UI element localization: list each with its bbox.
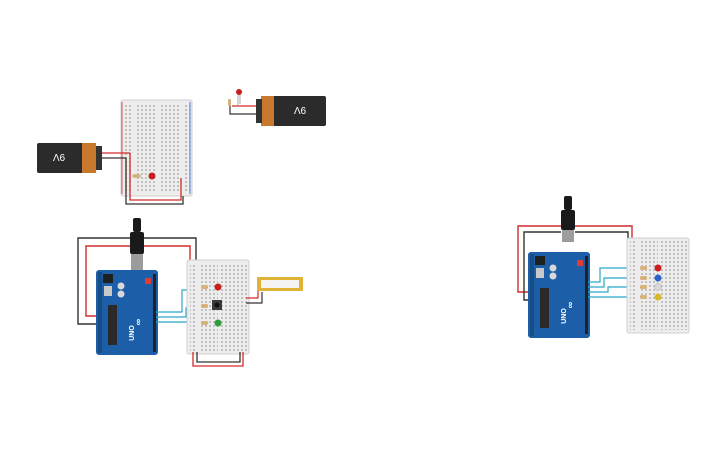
- resistor-icon[interactable]: [201, 304, 208, 308]
- pin-header[interactable]: [585, 256, 588, 334]
- led-icon[interactable]: [214, 319, 222, 327]
- resistor-icon[interactable]: [201, 285, 208, 289]
- wire-red[interactable]: [192, 352, 244, 367]
- led-icon[interactable]: [236, 89, 242, 106]
- resistor-icon[interactable]: [640, 276, 647, 280]
- microcontroller-chip: [108, 305, 117, 345]
- microcontroller-chip: [540, 288, 549, 328]
- led-icon[interactable]: [148, 172, 156, 180]
- led-icon[interactable]: [654, 283, 662, 291]
- resistor-icon[interactable]: [201, 321, 208, 325]
- arduino-uno-board[interactable]: ∞ UNO: [528, 252, 590, 338]
- battery-9v-icon[interactable]: 9V: [37, 143, 102, 173]
- led-icon[interactable]: [654, 274, 662, 282]
- wire-red[interactable]: [144, 245, 191, 262]
- battery-label: 9V: [294, 104, 307, 115]
- wire-black[interactable]: [77, 237, 130, 325]
- wire-red[interactable]: [246, 290, 259, 299]
- wire-black[interactable]: [102, 157, 184, 205]
- push-button[interactable]: [212, 300, 222, 310]
- battery-9v-icon[interactable]: 9V: [256, 96, 326, 126]
- wire-signal[interactable]: [588, 267, 640, 283]
- wire-red[interactable]: [85, 245, 130, 317]
- circuit-battery-led[interactable]: 9V: [228, 89, 326, 126]
- wire-red[interactable]: [129, 153, 182, 201]
- led-icon[interactable]: [654, 264, 662, 272]
- board-logo: ∞: [133, 318, 143, 325]
- wire-black[interactable]: [575, 231, 629, 244]
- circuit-battery-breadboard[interactable]: 9V: [37, 99, 193, 205]
- resistor-icon[interactable]: [640, 285, 647, 289]
- wire-signal[interactable]: [588, 277, 640, 288]
- wire-black[interactable]: [229, 104, 256, 115]
- arduino-uno-board[interactable]: ∞ UNO: [96, 270, 158, 355]
- wire-black[interactable]: [246, 292, 263, 304]
- battery-label: 9V: [53, 151, 66, 162]
- wire-black[interactable]: [144, 237, 197, 262]
- lcd-module[interactable]: [257, 277, 303, 291]
- usb-cable-icon[interactable]: [561, 196, 575, 242]
- breadboard-1[interactable]: [120, 99, 193, 197]
- board-logo: ∞: [565, 301, 575, 308]
- wire-black[interactable]: [523, 231, 561, 301]
- circuit-arduino-leds[interactable]: ∞ UNO: [517, 196, 690, 338]
- board-brand: UNO: [129, 325, 136, 341]
- resistor-icon[interactable]: [640, 295, 647, 299]
- wire-black[interactable]: [196, 352, 241, 363]
- led-icon[interactable]: [654, 293, 662, 301]
- board-brand: UNO: [561, 308, 568, 324]
- resistor-icon[interactable]: [132, 174, 141, 178]
- circuit-arduino-button[interactable]: ∞ UNO: [77, 218, 303, 367]
- resistor-icon[interactable]: [228, 99, 231, 106]
- led-icon[interactable]: [214, 283, 222, 291]
- usb-cable-icon[interactable]: [130, 218, 144, 270]
- wire-red[interactable]: [575, 225, 633, 244]
- pin-header[interactable]: [153, 274, 156, 352]
- resistor-icon[interactable]: [640, 266, 647, 270]
- wire-signal[interactable]: [588, 286, 640, 293]
